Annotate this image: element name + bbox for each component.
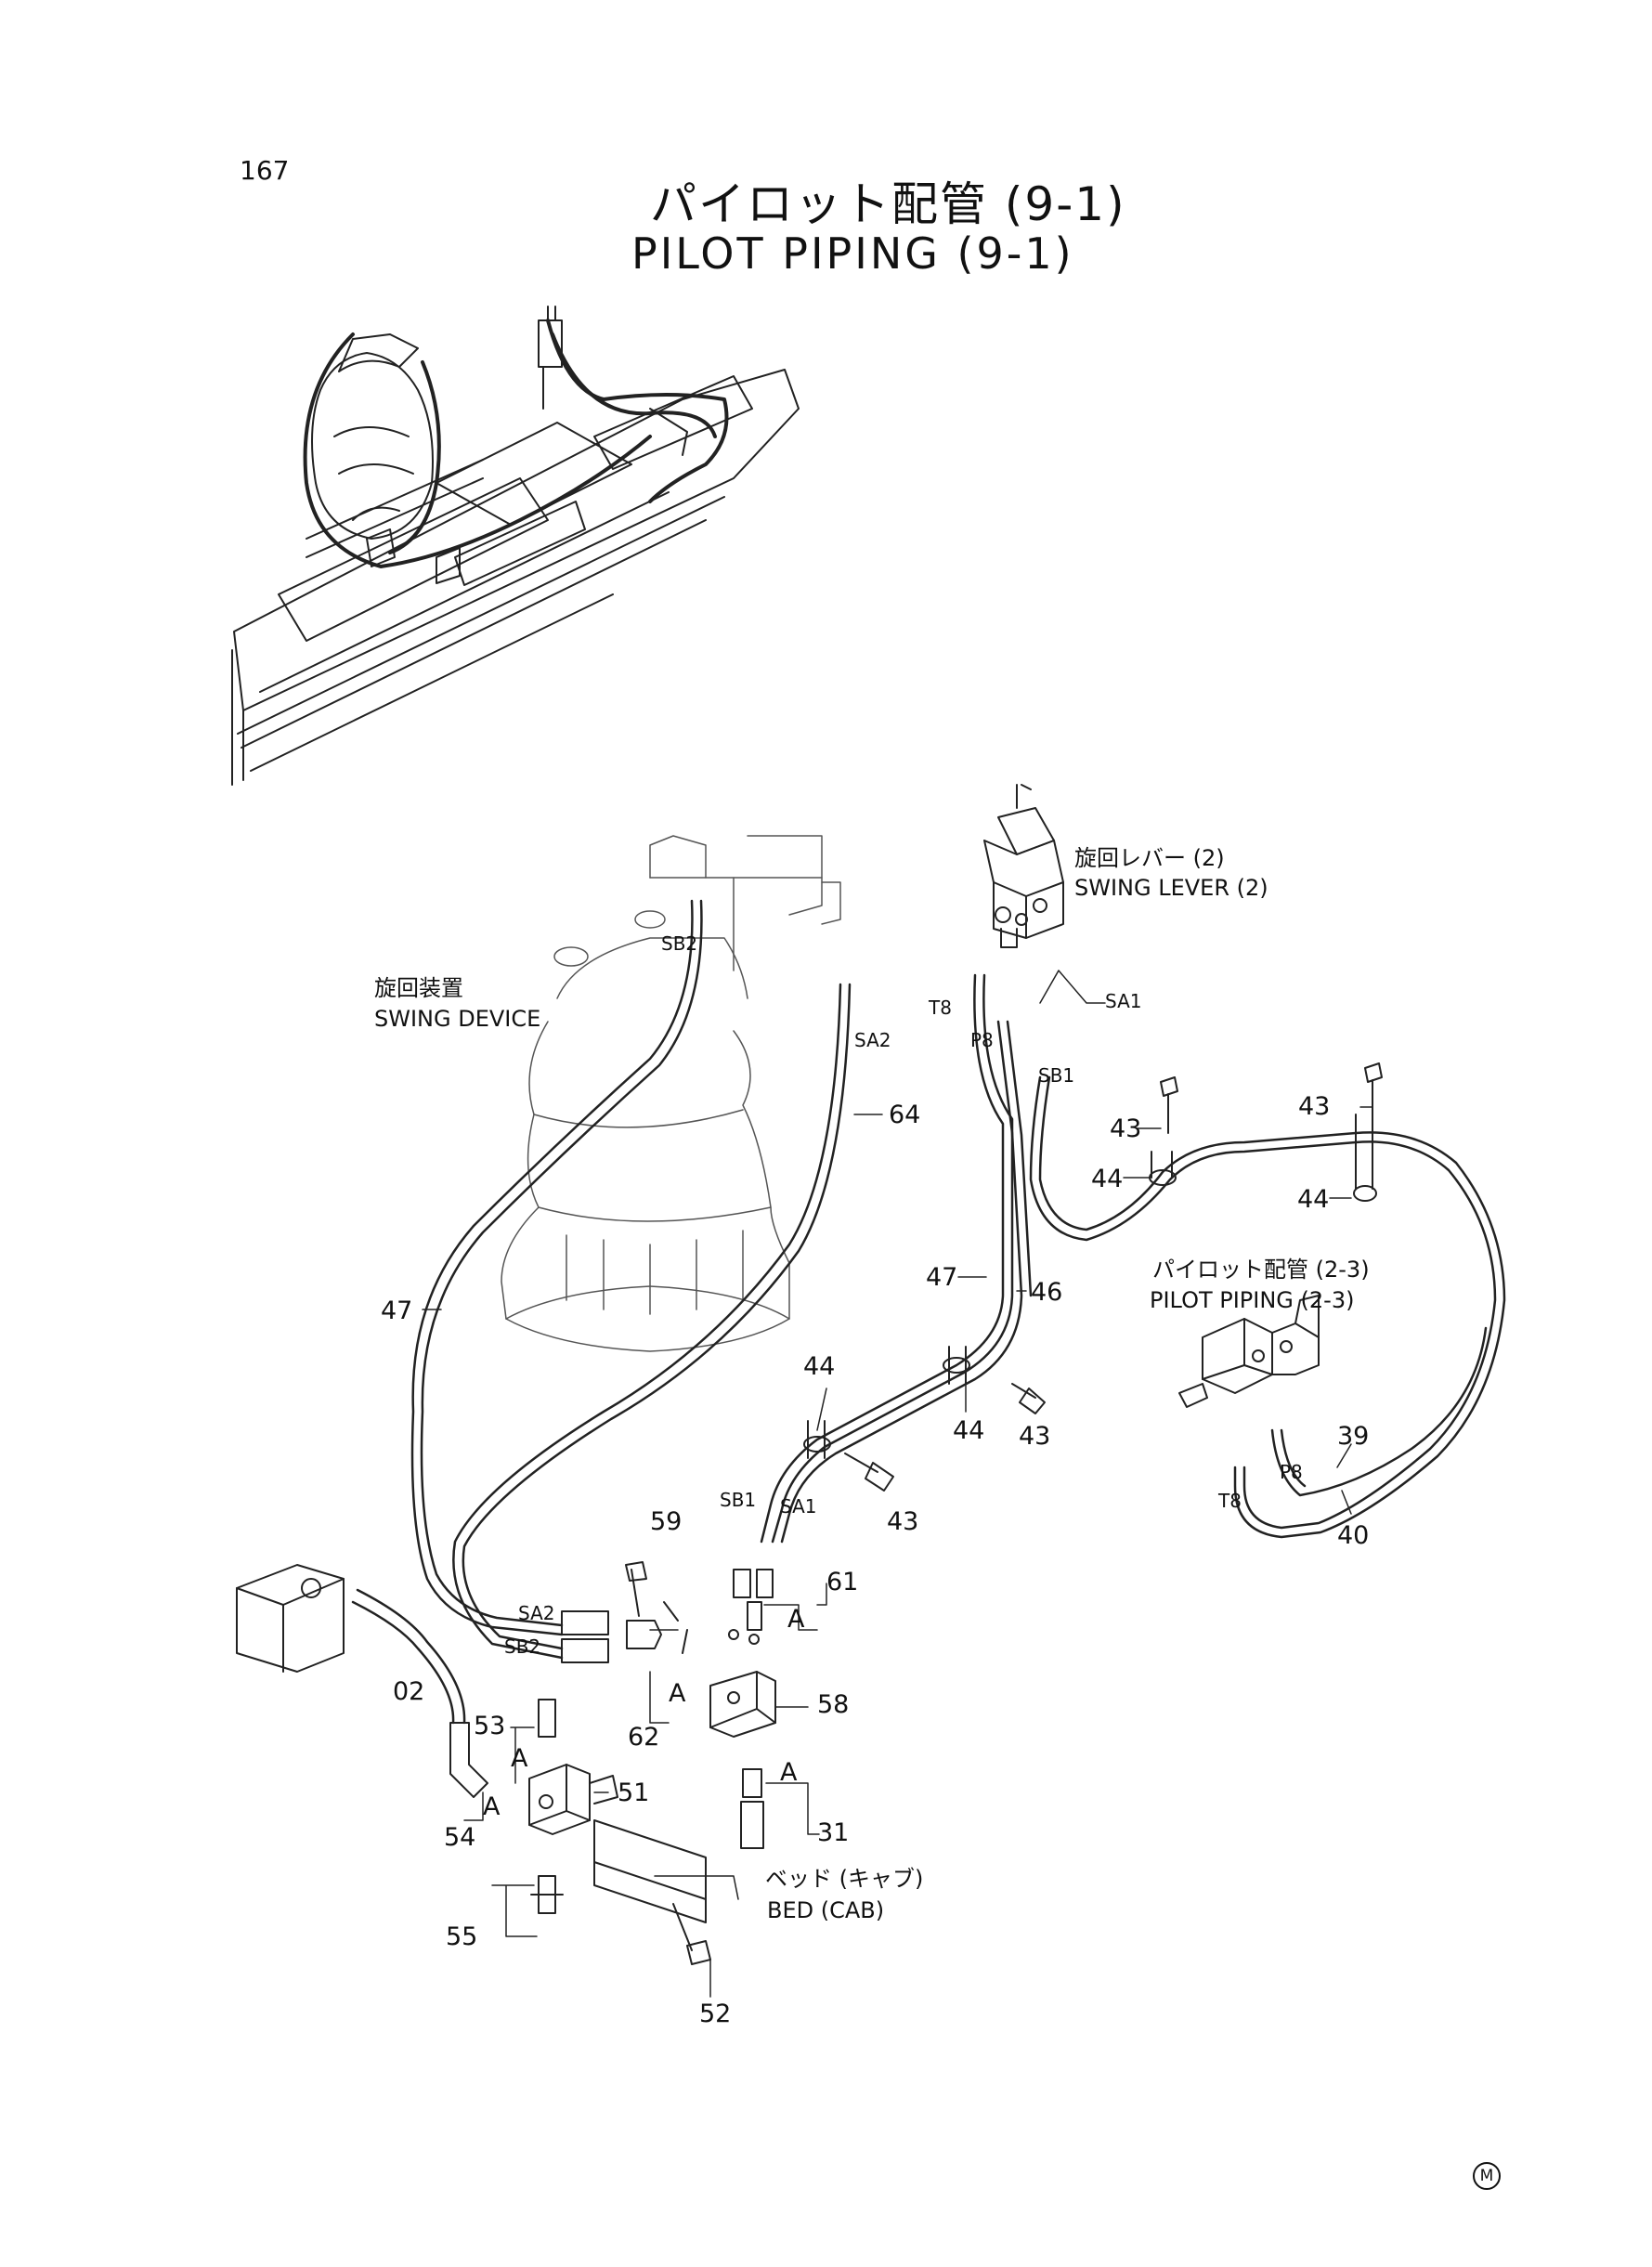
- port-label: SB1: [1038, 1064, 1075, 1087]
- cab-overview-illustration: [231, 306, 800, 786]
- part-number: 47: [381, 1296, 413, 1325]
- title-english: PILOT PIPING (9-1): [631, 228, 1074, 279]
- part-number: A: [787, 1605, 805, 1634]
- part-number: A: [483, 1792, 501, 1821]
- lower-fittings: [236, 1564, 776, 1923]
- bolts: [625, 1062, 1383, 1965]
- port-label: P8: [1280, 1461, 1303, 1483]
- part-number: 43: [1019, 1422, 1051, 1451]
- part-number: 47: [926, 1263, 958, 1292]
- swing-lever-illustration: [983, 784, 1064, 948]
- part-number: 54: [444, 1823, 476, 1852]
- port-label: SA1: [780, 1495, 817, 1518]
- part-number: A: [669, 1679, 686, 1708]
- part-number: A: [780, 1758, 798, 1787]
- swing-lever-label-en: SWING LEVER (2): [1074, 875, 1268, 901]
- port-label: P8: [970, 1029, 994, 1051]
- swing-device-illustration: [501, 835, 841, 1352]
- port-label: T8: [1218, 1490, 1242, 1512]
- part-number: 51: [618, 1778, 650, 1807]
- pilot-piping-label-jp: パイロット配管 (2-3): [1152, 1257, 1370, 1283]
- bed-label-jp: ベッド (キャブ): [765, 1866, 924, 1892]
- bed-label-en: BED (CAB): [767, 1897, 885, 1923]
- circled-m-mark: M: [1473, 2162, 1501, 2190]
- part-number: 31: [817, 1818, 850, 1847]
- part-number: 52: [699, 2000, 732, 2028]
- port-label: SA2: [518, 1602, 555, 1624]
- swing-device-label-en: SWING DEVICE: [374, 1006, 541, 1032]
- part-number: 43: [887, 1507, 919, 1536]
- part-number: 44: [1091, 1165, 1124, 1193]
- clamps: [803, 1114, 1377, 1459]
- leader-lines: [422, 970, 1373, 1998]
- port-label: T8: [929, 997, 952, 1019]
- part-number: 55: [446, 1922, 478, 1951]
- part-number: 64: [889, 1101, 921, 1129]
- part-number: 58: [817, 1690, 850, 1719]
- title-japanese: パイロット配管 (9-1): [650, 177, 1126, 231]
- part-number: 43: [1298, 1092, 1331, 1121]
- port-label: SA2: [854, 1029, 891, 1051]
- part-number: 46: [1031, 1278, 1063, 1307]
- port-label: SB2: [661, 932, 698, 955]
- part-number: 59: [650, 1507, 683, 1536]
- swing-lever-label-jp: 旋回レバー (2): [1074, 845, 1225, 871]
- part-number: 53: [474, 1712, 506, 1740]
- port-label: SB1: [720, 1489, 757, 1511]
- page-number: 167: [240, 155, 290, 186]
- part-number: 44: [803, 1352, 836, 1381]
- part-number: 44: [953, 1416, 985, 1445]
- part-number: 39: [1337, 1422, 1370, 1451]
- part-number: A: [511, 1744, 528, 1773]
- port-label: SB2: [504, 1635, 541, 1658]
- part-number: 62: [628, 1723, 660, 1752]
- hoses: [351, 899, 1506, 1725]
- port-label: SA1: [1105, 990, 1142, 1012]
- swing-device-label-jp: 旋回装置: [374, 975, 463, 1001]
- pilot-piping-label-en: PILOT PIPING (2-3): [1150, 1287, 1355, 1313]
- part-number: 02: [393, 1677, 425, 1706]
- part-number: 44: [1297, 1185, 1330, 1214]
- part-number: 43: [1110, 1114, 1142, 1143]
- part-number: 40: [1337, 1521, 1370, 1550]
- pilot-block-illustration: [1178, 1295, 1320, 1408]
- part-number: 61: [826, 1568, 859, 1596]
